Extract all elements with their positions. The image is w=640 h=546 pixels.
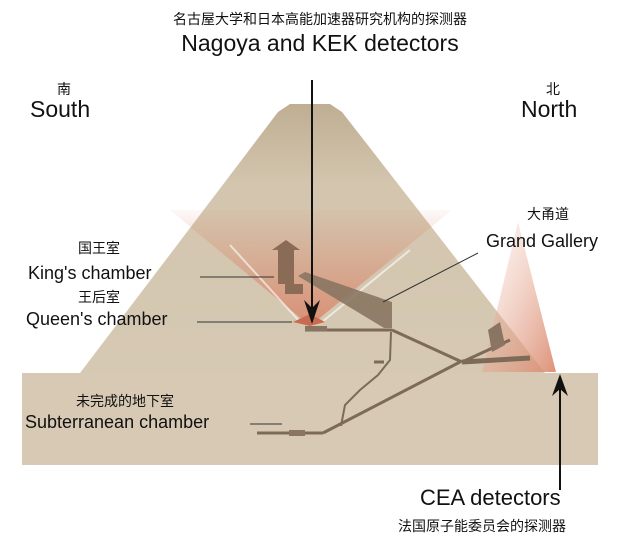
cone-edge	[321, 249, 411, 323]
north-en: North	[521, 96, 578, 122]
subterranean-chamber-zh: 未完成的地下室	[76, 394, 174, 410]
queens-chamber-zh: 王后室	[78, 290, 120, 306]
ground	[22, 373, 598, 465]
queens-chamber-en: Queen's chamber	[26, 309, 168, 329]
south-zh: 南	[57, 82, 71, 98]
cea-detectors-zh: 法国原子能委员会的探测器	[398, 519, 566, 535]
nagoya-arrowhead-icon	[304, 300, 320, 324]
north-zh: 北	[546, 82, 560, 98]
kings-chamber-en: King's chamber	[28, 263, 152, 283]
kings-chamber-structure	[272, 240, 303, 294]
kings-chamber-zh: 国王室	[78, 241, 120, 257]
grand-gallery-zh: 大甬道	[527, 207, 569, 223]
cone-edge	[229, 244, 301, 323]
grand-gallery-en: Grand Gallery	[486, 231, 599, 251]
cea-arrowhead-icon	[552, 374, 568, 396]
cea-detectors-en: CEA detectors	[420, 485, 561, 510]
grand-gallery-leader	[382, 252, 479, 303]
south-en: South	[30, 96, 91, 122]
title-zh: 名古屋大学和日本高能加速器研究机构的探测器	[173, 12, 467, 28]
title-en: Nagoya and KEK detectors	[181, 30, 459, 56]
subterranean-chamber-en: Subterranean chamber	[25, 412, 210, 432]
passages	[257, 272, 531, 436]
